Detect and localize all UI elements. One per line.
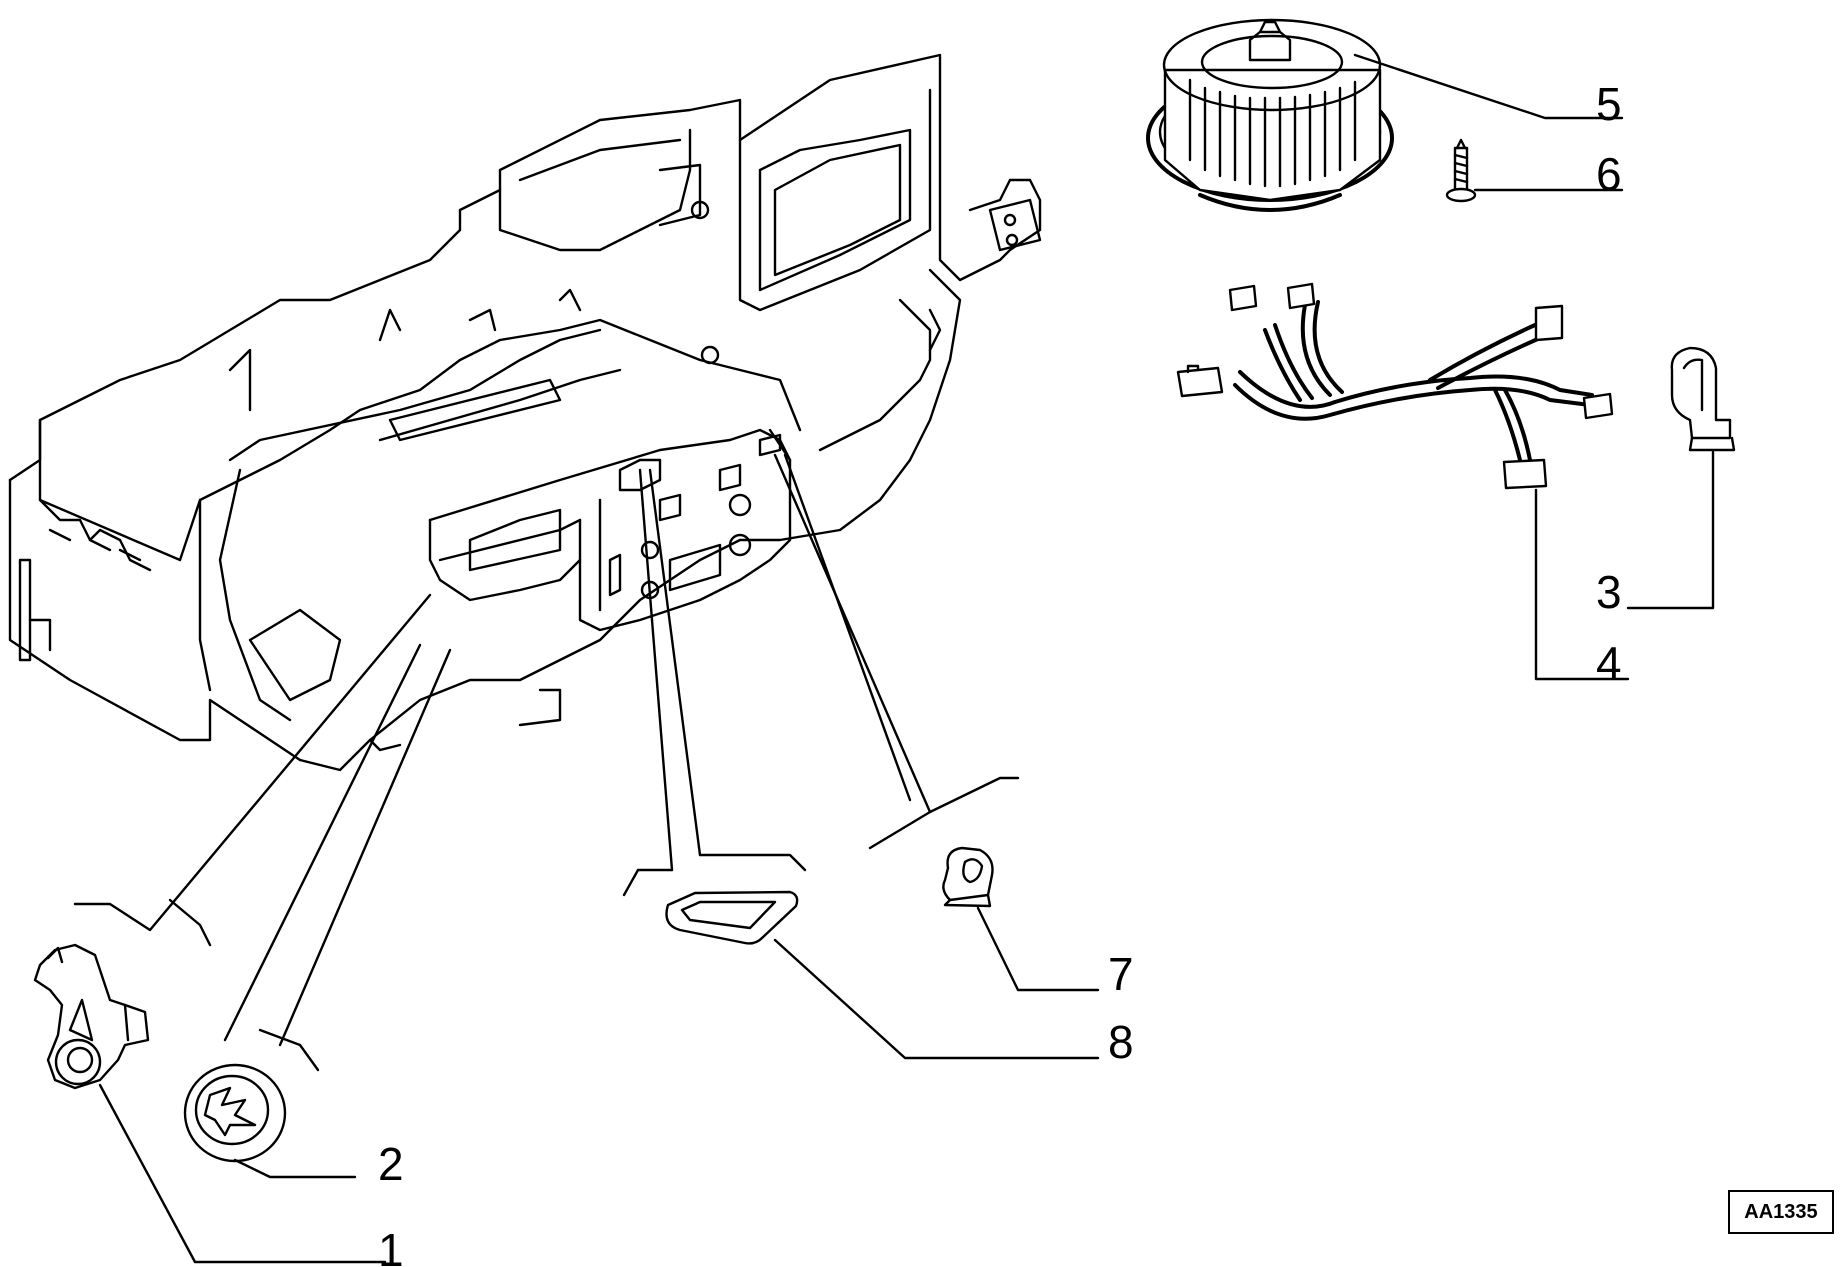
callout-numbers: 1 2 3 4 5 6 7 8 xyxy=(378,78,1622,1267)
seal-gasket xyxy=(665,890,799,945)
control-lever xyxy=(33,943,150,1090)
callout-3: 3 xyxy=(1596,566,1622,618)
screw xyxy=(1445,138,1477,203)
callout-7: 7 xyxy=(1108,948,1134,1000)
callout-6: 6 xyxy=(1596,148,1622,200)
bushing xyxy=(183,1063,287,1163)
retaining-clip xyxy=(942,846,994,908)
reference-code-label: AA1335 xyxy=(1728,1190,1834,1234)
grommet-clip xyxy=(1670,346,1736,452)
wiring-harness xyxy=(1176,282,1614,490)
blower-motor xyxy=(1146,18,1394,212)
callout-2: 2 xyxy=(378,1138,404,1190)
heater-housing-assembly xyxy=(8,53,1042,772)
callout-1: 1 xyxy=(378,1224,404,1267)
callout-5: 5 xyxy=(1596,78,1622,130)
leader-lines xyxy=(73,53,1715,1264)
callout-8: 8 xyxy=(1108,1016,1134,1068)
callout-4: 4 xyxy=(1596,637,1622,689)
